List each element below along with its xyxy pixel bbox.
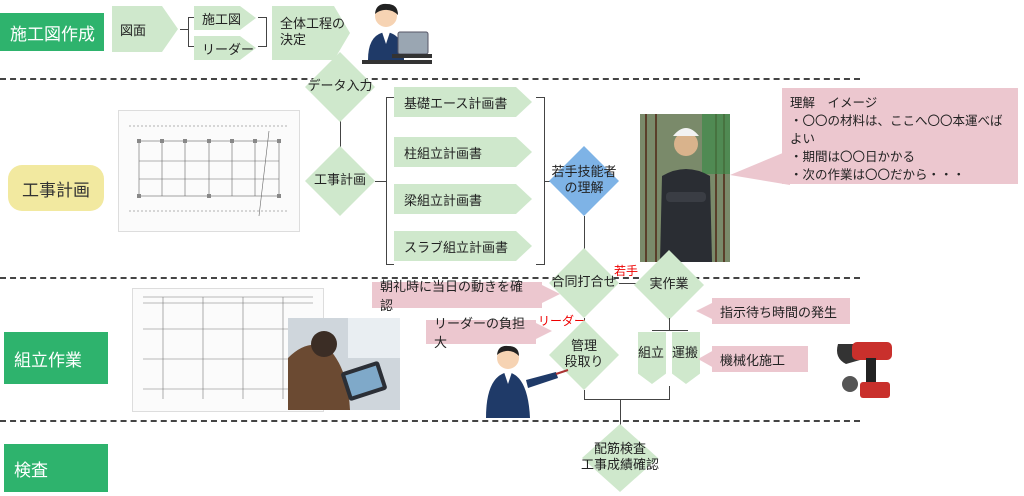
connector <box>584 216 585 260</box>
connector <box>620 399 621 431</box>
callout-line: ・次の作業は〇〇だから・・・ <box>790 167 966 182</box>
connector <box>386 264 394 265</box>
waiting-time-note: 指示待ち時間の発生 <box>712 298 850 324</box>
connector <box>258 17 266 18</box>
phase-drawing: 施工図作成 <box>0 13 104 51</box>
plan-beam: 梁組立計画書 <box>394 184 532 214</box>
phase-assembly: 組立作業 <box>4 332 108 384</box>
label-leader: リーダー <box>538 314 587 328</box>
callout-title: 理解 イメージ <box>790 95 878 110</box>
connector <box>584 390 585 400</box>
node-data-input: データ入力 <box>305 52 375 122</box>
leader-burden-note: リーダーの負担大 <box>426 317 536 351</box>
floor-plan-drawing <box>118 110 300 232</box>
separator-2 <box>0 277 860 279</box>
connector <box>536 264 544 265</box>
connector <box>188 17 194 18</box>
phase-inspection: 検査 <box>4 444 108 492</box>
plan-slab: スラブ組立計画書 <box>394 231 532 261</box>
connector <box>375 181 387 182</box>
node-leader: リーダー <box>194 36 256 60</box>
label-young: 若手 <box>614 264 639 278</box>
transport-label: 運搬 <box>672 346 699 361</box>
connector <box>619 283 637 284</box>
note-pointer <box>698 350 714 368</box>
node-process-decision: 全体工程の 決定 <box>272 6 350 60</box>
plan-foundation: 基礎エース計画書 <box>394 87 532 117</box>
connector <box>386 97 394 98</box>
node-shop-drawing: 施工図 <box>194 6 256 30</box>
connector <box>584 399 670 400</box>
connector <box>536 97 544 98</box>
connector <box>386 97 387 265</box>
connector <box>266 17 267 47</box>
callout-line: ・期間は〇〇日かかる <box>790 149 916 164</box>
node-actual-work: 実作業 <box>634 250 704 320</box>
rebar-tying-tool-image <box>837 342 892 398</box>
plan-column: 柱組立計画書 <box>394 137 532 167</box>
connector <box>188 46 194 47</box>
node-management: 管理 段取り <box>549 320 619 390</box>
node-drawings: 図面 <box>112 6 178 52</box>
tablet-worker-photo <box>288 318 400 410</box>
connector <box>669 318 670 330</box>
phase-planning: 工事計画 <box>8 165 104 211</box>
morning-check-note: 朝礼時に当日の動きを確認 <box>372 280 542 314</box>
node-construction-plan: 工事計画 <box>305 146 375 216</box>
connector <box>188 17 189 46</box>
understanding-callout: 理解 イメージ ・〇〇の材料は、ここへ〇〇本運べばよい ・期間は〇〇日かかる ・… <box>782 88 1018 184</box>
node-assemble: 組立 <box>638 332 666 384</box>
separator-3 <box>0 420 860 422</box>
connector <box>258 46 266 47</box>
node-transport: 運搬 <box>672 332 700 384</box>
mechanization-note: 機械化施工 <box>712 346 808 372</box>
young-worker-photo <box>640 114 730 262</box>
separator-1 <box>0 78 860 80</box>
office-worker-illustration <box>362 3 432 64</box>
assemble-label: 組立 <box>638 346 665 361</box>
callout-line: ・〇〇の材料は、ここへ〇〇本運べばよい <box>790 113 1003 146</box>
node-young-understanding: 若手技能者 の理解 <box>549 146 619 216</box>
leader-pointing-illustration <box>486 345 569 418</box>
node-joint-meeting: 合同打合せ <box>549 248 619 318</box>
connector <box>669 386 670 400</box>
node-inspection: 配筋検査 工事成績確認 <box>581 424 659 492</box>
connector <box>652 330 688 331</box>
callout-pointer <box>730 150 790 185</box>
connector <box>180 29 188 30</box>
